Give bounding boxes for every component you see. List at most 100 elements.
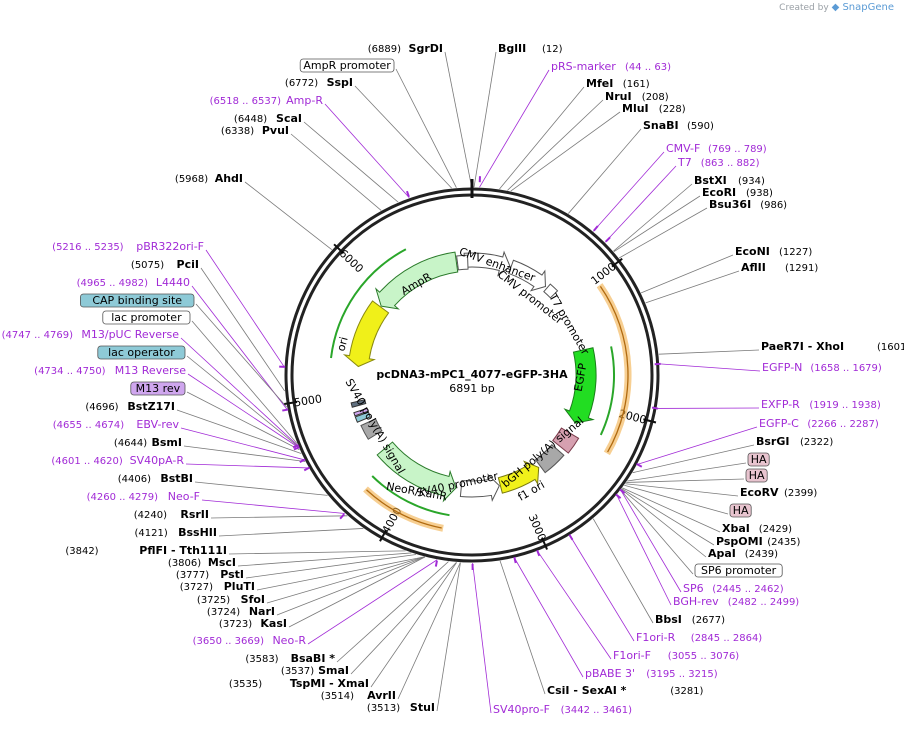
map-label: pBR322ori-F(5216 .. 5235) [52, 240, 204, 253]
map-label: PflFI - Tth111I(3842) [65, 544, 227, 557]
site-position: (2439) [745, 549, 778, 560]
primer-site-mark [292, 444, 299, 449]
primer-range: (6518 .. 6537) [210, 96, 282, 107]
map-label: HA [729, 503, 752, 518]
map-label: BstZ17I(4696) [85, 400, 175, 413]
map-label: AflII(1291) [741, 261, 818, 274]
map-label: SmaI(3537) [281, 664, 349, 677]
map-label: SP6 promoter [694, 563, 783, 578]
site-position: (3725) [197, 595, 230, 606]
map-label: AvrII(3514) [321, 689, 396, 702]
f1-ori-arrow [497, 460, 540, 494]
map-label: BstBI(4406) [118, 472, 193, 485]
site-position: (6338) [221, 126, 254, 137]
map-label: CsiI - SexAI *(3281) [547, 684, 704, 697]
map-label: T7(863 .. 882) [677, 156, 760, 169]
egfp-strand-line [599, 346, 616, 436]
tick-mark [541, 537, 548, 550]
map-label: F1ori-R (2845 .. 2864) [636, 631, 762, 644]
site-name: EcoRV [740, 486, 779, 499]
map-label: PaeR7I - XhoI(1601) [761, 340, 904, 353]
map-label: EXFP-R(1919 .. 1938) [761, 398, 881, 411]
map-label: SV40pA-R(4601 .. 4620) [51, 454, 184, 467]
map-label: MscI(3806) [168, 556, 236, 569]
site-position: (12) [542, 44, 563, 55]
site-position: (3777) [176, 570, 209, 581]
primer-name: EGFP-C [759, 417, 799, 430]
leader-line [180, 427, 305, 461]
leader-line [180, 337, 298, 446]
leader-line [624, 484, 729, 515]
tick-label: 5000 [293, 392, 323, 409]
feature-box [80, 293, 195, 308]
primer-name: F1ori-F [613, 649, 651, 662]
primer-range: (2845 .. 2864) [691, 633, 763, 644]
map-label: M13 Reverse(4734 .. 4750) [34, 364, 186, 377]
map-label: CAP binding site [80, 293, 195, 308]
map-label: EcoNI(1227) [735, 245, 812, 258]
leader-line [350, 562, 457, 675]
map-label: SgrDI(6889) [368, 42, 443, 55]
leader-line [303, 121, 399, 203]
map-label: AmpR promoter [299, 58, 395, 73]
map-label: PvuI(6338) [221, 124, 289, 137]
leader-line [616, 494, 672, 606]
primer-range: (3650 .. 3669) [193, 636, 265, 647]
leader-line [618, 207, 708, 259]
site-position: (3513) [367, 703, 400, 714]
map-label: BssHII(4121) [135, 526, 217, 539]
primer-range: (3195 .. 3215) [646, 669, 718, 680]
map-label: SfoI (3725) [197, 593, 265, 606]
feature-box-label: CAP binding site [92, 294, 182, 307]
tick-mark [333, 243, 345, 254]
primer-site-mark [593, 225, 599, 232]
site-position: (3537) [281, 666, 314, 677]
primer-name: EGFP-N [762, 361, 802, 374]
primer-site-mark [406, 190, 410, 198]
primer-range: (2445 .. 2462) [712, 584, 784, 595]
site-name: ScaI [276, 112, 302, 125]
site-name: SspI [327, 76, 353, 89]
map-label: ApaI(2439) [708, 547, 778, 560]
feature-box-label: lac operator [108, 346, 175, 359]
site-name: BssHII [178, 526, 217, 539]
site-name: MluI [622, 102, 649, 115]
map-label: F1ori-F(3055 .. 3076) [613, 649, 739, 662]
leader-line [191, 320, 298, 444]
primer-range: (4747 .. 4769) [2, 330, 74, 341]
leader-line [499, 86, 585, 190]
map-label: KasI(3723) [219, 617, 287, 630]
map-label: pBABE 3'(3195 .. 3215) [585, 667, 718, 680]
leader-line [627, 462, 747, 482]
lac-element-box [354, 411, 371, 423]
feature-box-label: lac promoter [111, 311, 182, 324]
site-name: AflII [741, 261, 766, 274]
site-name: BsrGI [756, 435, 789, 448]
primer-range: (4734 .. 4750) [34, 366, 106, 377]
site-position: (938) [746, 188, 773, 199]
leader-line [187, 373, 299, 448]
map-label: PciI(5075) [131, 258, 199, 271]
site-name: BglII [498, 42, 526, 55]
primer-range: (44 .. 63) [625, 62, 671, 73]
leader-line [537, 550, 612, 660]
map-label: M13 rev [130, 381, 186, 396]
leader-line [507, 99, 604, 191]
site-name: MscI [208, 556, 236, 569]
site-position: (986) [760, 200, 787, 211]
site-name: SfoI [241, 593, 265, 606]
leader-line [288, 556, 426, 628]
tick-mark [611, 257, 623, 268]
map-label: lac operator [97, 345, 186, 360]
primer-site-mark [303, 466, 310, 472]
site-name: SgrDI [409, 42, 443, 55]
tick-mark [379, 529, 388, 542]
primer-name: F1ori-R [636, 631, 676, 644]
snapgene-logo-icon: ◆ SnapGene [831, 2, 894, 13]
leader-line [592, 518, 654, 624]
leader-line [200, 267, 286, 392]
leader-line [622, 487, 721, 533]
site-name: XbaI [722, 522, 750, 535]
ha-tag-box [552, 427, 580, 454]
feature-box-label: HA [751, 453, 767, 466]
